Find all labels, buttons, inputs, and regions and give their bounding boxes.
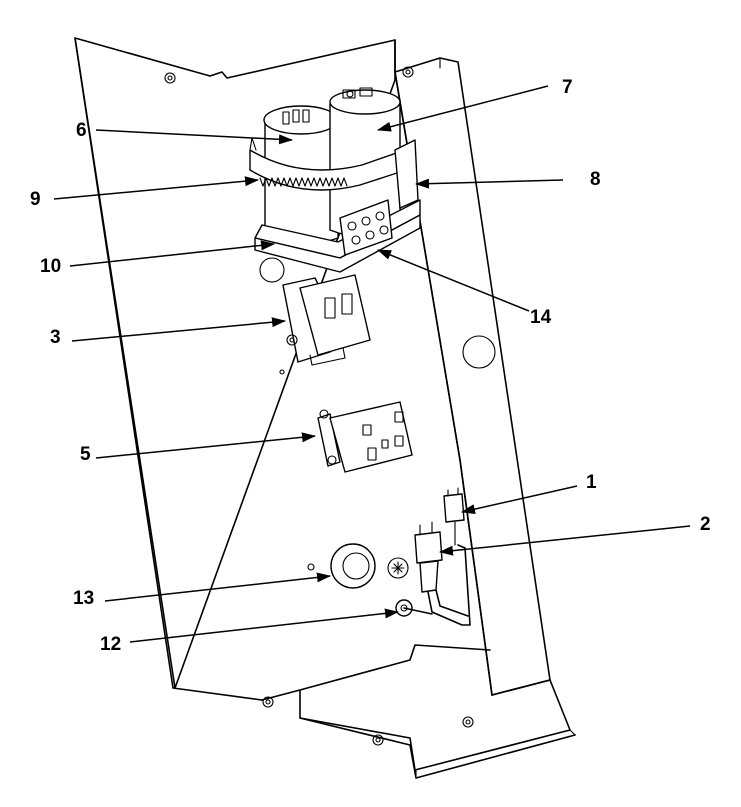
callout-14: 14 [530,307,552,328]
knockout-holes [259,257,496,571]
callout-12: 12 [100,634,121,655]
callout-2: 2 [700,514,711,535]
panel-nuts [164,66,474,746]
callout-3: 3 [50,327,61,348]
pressure-switch-1 [443,487,465,546]
callout-labels: 1 2 3 5 6 7 8 9 10 12 13 14 [30,77,711,655]
side-panel [394,57,551,696]
callout-10: 10 [40,256,61,277]
contactor [282,274,371,366]
callout-leaders [53,85,691,643]
mounting-panel [74,37,491,701]
base-plate [299,679,576,779]
mounting-bracket [254,199,421,273]
callout-1: 1 [586,472,597,493]
callout-9: 9 [30,189,41,210]
relay [317,401,413,473]
grommet [330,543,409,589]
terminal-block [339,199,393,256]
tubing [403,544,471,626]
callout-7: 7 [562,77,573,98]
callout-6: 6 [76,120,87,141]
capacitor-strap [249,137,419,209]
pressure-switch-2 [414,521,443,593]
callout-5: 5 [80,444,91,465]
callout-8: 8 [590,169,601,190]
callout-13: 13 [73,588,94,609]
